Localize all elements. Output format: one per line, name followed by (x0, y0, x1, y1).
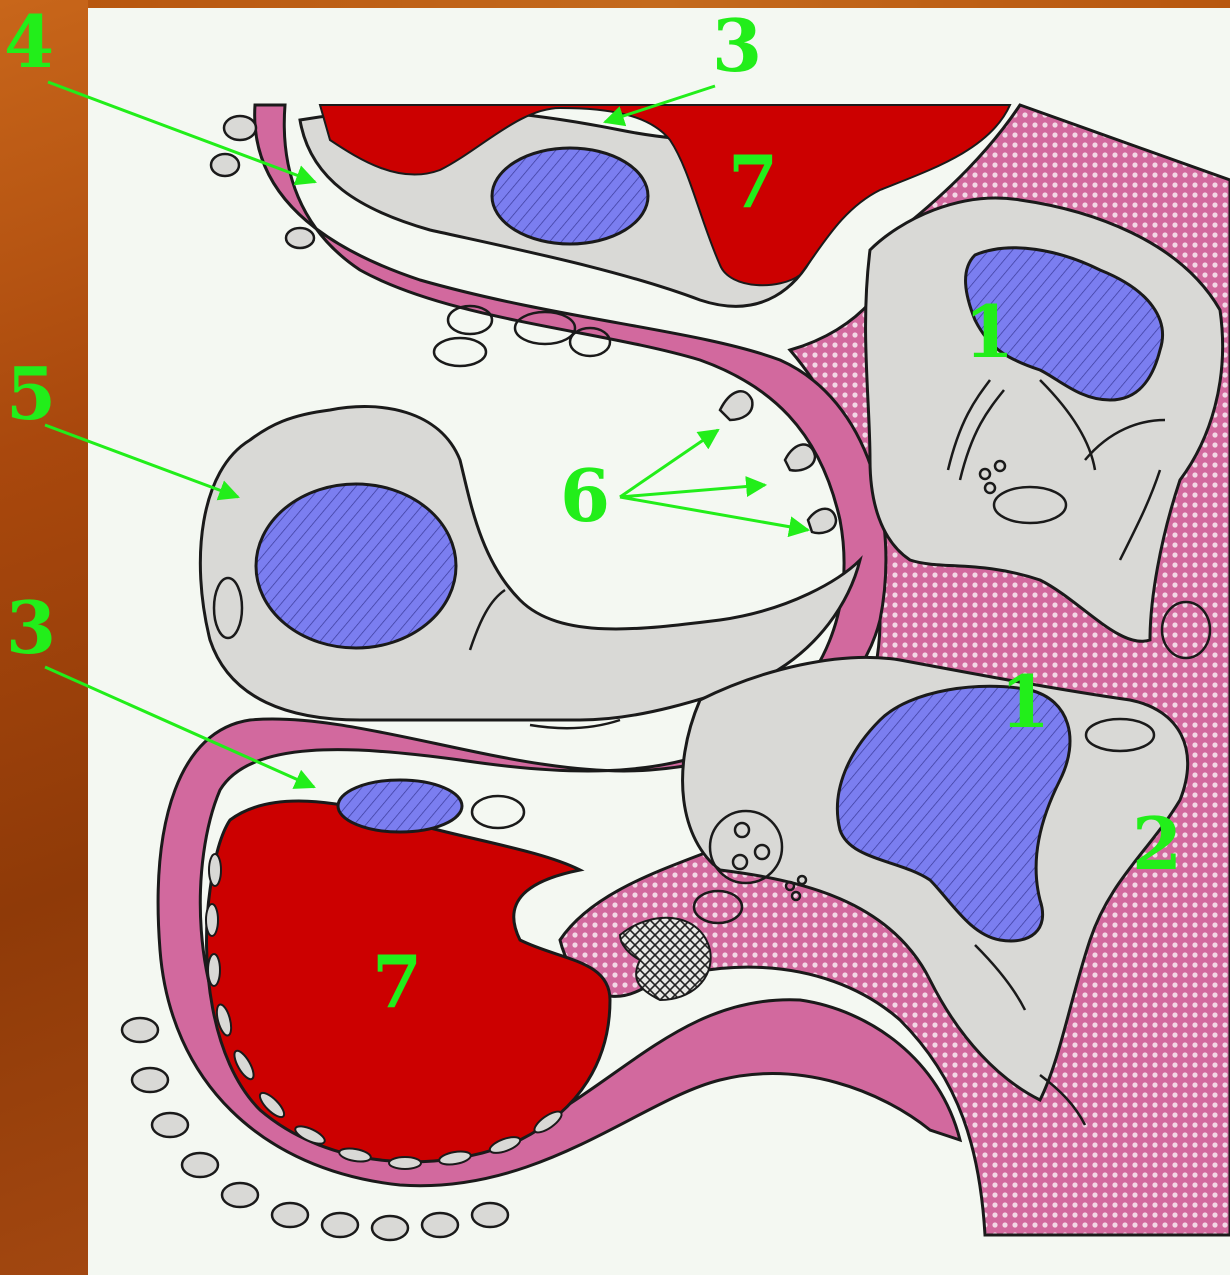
bottom-small-nucleus (338, 780, 462, 832)
label-7-top: 7 (728, 146, 778, 218)
label-5: 5 (6, 358, 56, 430)
label-6: 6 (560, 460, 610, 532)
label-1-top: 1 (964, 296, 1014, 368)
top-nucleus (492, 148, 648, 244)
label-4: 4 (4, 6, 54, 78)
left-bulge-nucleus (256, 484, 456, 648)
label-1-bottom: 1 (1000, 666, 1050, 738)
label-7-bottom: 7 (372, 946, 422, 1018)
label-2: 2 (1132, 808, 1182, 880)
label-3-left: 3 (6, 592, 56, 664)
label-3-top: 3 (712, 10, 762, 82)
